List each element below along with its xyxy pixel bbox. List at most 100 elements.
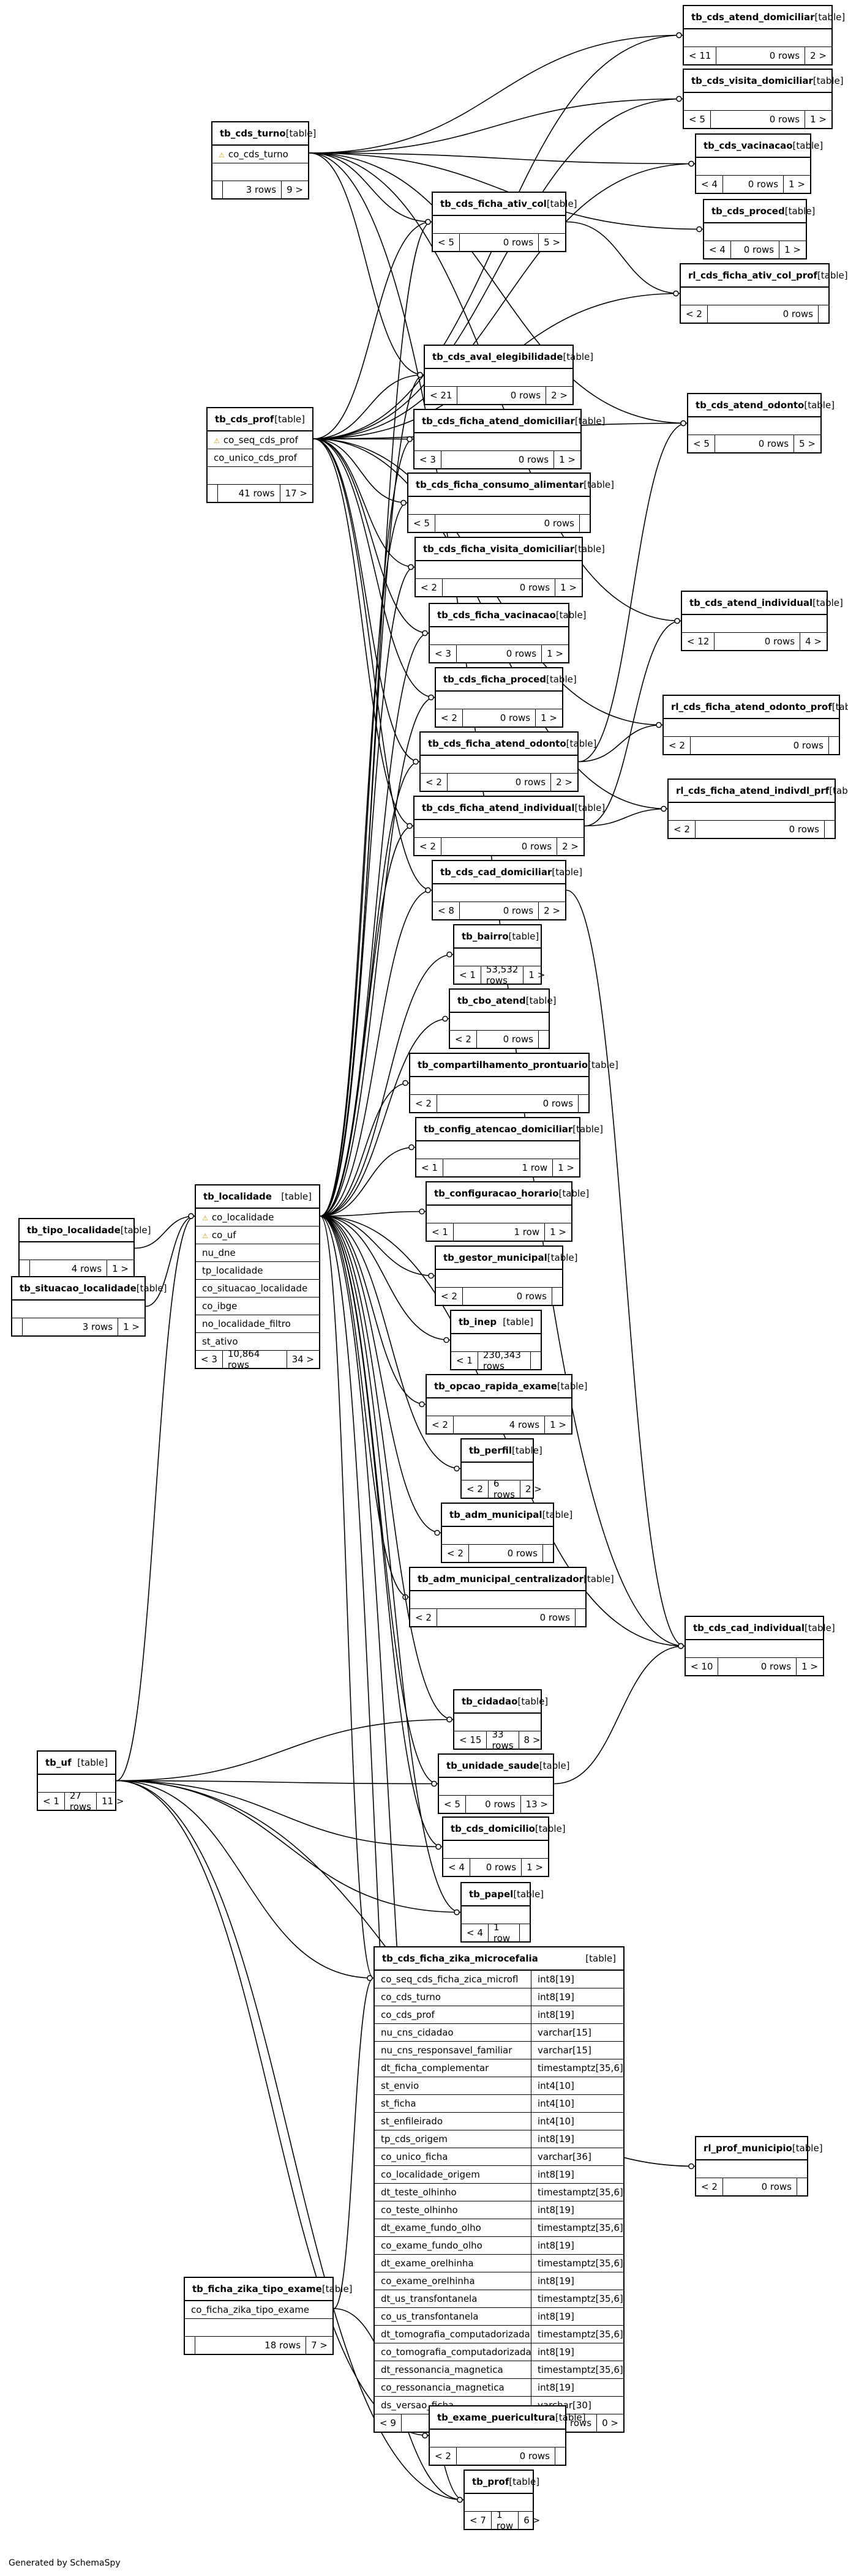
table-name[interactable]: tb_cbo_atend <box>457 995 526 1006</box>
table-rl-cds-ficha-atend-odonto-prof[interactable]: rl_cds_ficha_atend_odonto_prof[table]< 2… <box>662 695 848 755</box>
parent-count[interactable]: < 5 <box>408 515 435 532</box>
table-name[interactable]: tb_cds_ficha_ativ_col <box>440 198 547 209</box>
table-name[interactable]: tb_cds_cad_domiciliar <box>440 867 552 878</box>
table-name[interactable]: tb_cds_ficha_atend_individual <box>422 802 575 813</box>
child-count[interactable] <box>520 1924 530 1941</box>
column-row[interactable]: co_seq_cds_prof <box>208 431 312 449</box>
table-name[interactable]: tb_situacao_localidade <box>20 1283 137 1294</box>
table-name[interactable]: rl_cds_ficha_atend_indivdl_prf <box>676 785 830 796</box>
table-name[interactable]: tb_cds_cad_individual <box>693 1622 805 1633</box>
child-count[interactable] <box>539 1031 549 1048</box>
child-count[interactable]: 1 > <box>550 1226 566 1238</box>
table-name[interactable]: tb_cds_ficha_zika_microcefalia <box>382 1953 538 1964</box>
table-name[interactable]: tb_localidade <box>203 1191 272 1202</box>
parent-count[interactable] <box>208 485 218 502</box>
parent-count[interactable]: < 2 <box>664 737 691 754</box>
table-name[interactable]: tb_cds_prof <box>215 414 274 425</box>
parent-count[interactable]: < 5 <box>439 1796 466 1813</box>
table-name[interactable]: tb_gestor_municipal <box>443 1252 547 1263</box>
parent-count[interactable]: < 21 <box>425 387 458 404</box>
parent-count[interactable]: < 5 <box>688 435 715 452</box>
parent-count[interactable]: < 15 <box>454 1731 487 1749</box>
parent-count[interactable]: < 12 <box>682 633 715 650</box>
table-tb-localidade[interactable]: tb_localidade[table]co_localidadeco_ufnu… <box>195 1184 320 1370</box>
table-name[interactable]: tb_exame_puericultura <box>437 2412 555 2423</box>
column-row[interactable]: tp_localidade <box>196 1262 319 1280</box>
column-row[interactable]: co_localidade <box>196 1209 319 1226</box>
table-name[interactable]: tb_cds_ficha_atend_odonto <box>428 738 566 749</box>
table-name[interactable]: tb_opcao_rapida_exame <box>434 1381 557 1392</box>
child-count[interactable] <box>797 2178 807 2195</box>
child-count[interactable]: 1 > <box>541 712 557 723</box>
column-row[interactable]: co_ficha_zika_tipo_exame <box>185 2301 332 2319</box>
child-count[interactable] <box>552 1288 562 1305</box>
child-count[interactable] <box>829 737 839 754</box>
child-count[interactable]: 2 > <box>551 390 568 401</box>
child-count[interactable] <box>825 821 835 838</box>
child-count[interactable]: 1 > <box>810 114 827 125</box>
table-tb-cds-ficha-visita-domiciliar[interactable]: tb_cds_ficha_visita_domiciliar[table]< 2… <box>415 537 605 597</box>
child-count[interactable]: 11 > <box>101 1796 124 1807</box>
table-name[interactable]: tb_config_atencao_domiciliar <box>424 1124 573 1135</box>
child-count[interactable] <box>531 1352 541 1369</box>
child-count[interactable]: 1 > <box>528 969 546 980</box>
child-count[interactable]: 2 > <box>556 777 572 788</box>
parent-count[interactable]: < 4 <box>704 241 731 258</box>
table-name[interactable]: tb_adm_municipal <box>449 1509 542 1520</box>
child-count[interactable]: 6 > <box>523 2515 541 2526</box>
parent-count[interactable]: < 3 <box>430 645 457 662</box>
child-count[interactable] <box>543 1545 553 1562</box>
column-row[interactable]: co_cds_turno <box>212 146 308 163</box>
table-name[interactable]: tb_cds_ficha_atend_domiciliar <box>422 416 575 427</box>
child-count[interactable]: 4 > <box>805 636 822 647</box>
table-name[interactable]: rl_prof_municipio <box>704 2143 792 2154</box>
child-count[interactable]: 1 > <box>558 1162 574 1173</box>
parent-count[interactable]: < 5 <box>433 234 460 251</box>
table-name[interactable]: tb_cds_atend_domiciliar <box>691 12 815 23</box>
table-name[interactable]: tb_cds_aval_elegibilidade <box>432 351 563 362</box>
table-name[interactable]: tb_cds_turno <box>220 128 286 139</box>
table-name[interactable]: tb_cds_domicilio <box>451 1823 535 1834</box>
parent-count[interactable]: < 4 <box>462 1924 489 1941</box>
child-count[interactable]: 9 > <box>287 184 303 195</box>
table-name[interactable]: tb_inep <box>459 1316 497 1327</box>
parent-count[interactable] <box>185 2337 195 2354</box>
table-name[interactable]: tb_tipo_localidade <box>27 1225 121 1236</box>
parent-count[interactable]: < 9 <box>375 2414 402 2432</box>
table-name[interactable]: tb_compartilhamento_prontuario <box>418 1059 588 1070</box>
parent-count[interactable]: < 8 <box>433 902 460 919</box>
parent-count[interactable]: < 2 <box>681 305 708 323</box>
table-tb-cds-ficha-zika-microcefalia[interactable]: tb_cds_ficha_zika_microcefalia[table]co_… <box>373 1946 625 2433</box>
child-count[interactable]: 2 > <box>562 841 579 852</box>
column-row[interactable]: no_localidade_filtro <box>196 1315 319 1333</box>
child-count[interactable]: 1 > <box>559 454 576 465</box>
table-tb-cds-prof[interactable]: tb_cds_prof[table]co_seq_cds_profco_unic… <box>206 407 313 503</box>
table-name[interactable]: tb_ficha_zika_tipo_exame <box>192 2283 322 2294</box>
table-name[interactable]: rl_cds_ficha_atend_odonto_prof <box>671 701 832 712</box>
table-rl-cds-ficha-atend-indivdl-prf[interactable]: rl_cds_ficha_atend_indivdl_prf[table]< 2… <box>667 778 848 839</box>
